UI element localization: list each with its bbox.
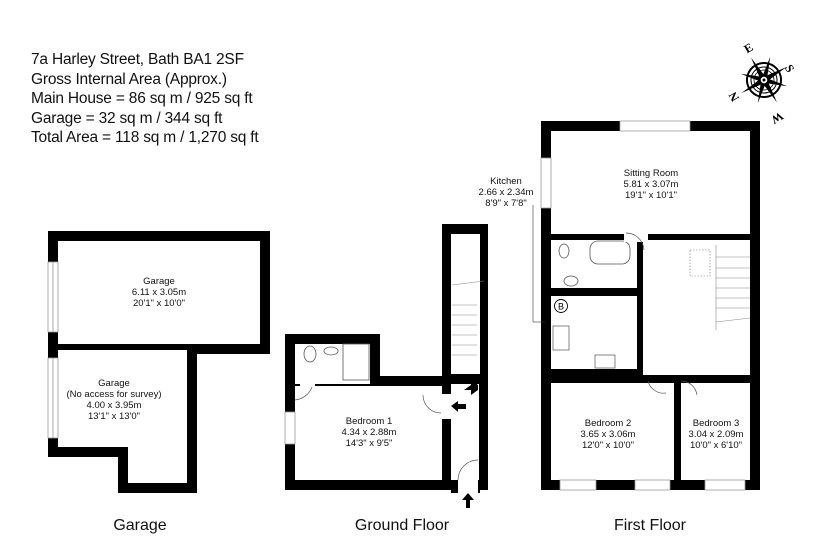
first-floor-plan: B	[532, 120, 760, 491]
room-label-sitting-room: Sitting Room 5.81 x 3.07m 19'1" x 10'1"	[623, 168, 679, 201]
boiler-label: B	[558, 302, 564, 312]
garage-plan	[47, 231, 270, 493]
address: 7a Harley Street, Bath BA1 2SF	[31, 51, 244, 68]
ground-floor-plan	[284, 224, 488, 508]
garage-area: Garage = 32 sq m / 344 sq ft	[31, 109, 223, 127]
room-label-bedroom-1: Bedroom 1 4.34 x 2.88m 14'3" x 9'5"	[341, 416, 397, 449]
floor-title-ground: Ground Floor	[354, 517, 450, 534]
floor-title-garage: Garage	[113, 517, 167, 534]
gia-label: Gross Internal Area (Approx.)	[31, 70, 227, 88]
room-label-bedroom-3: Bedroom 3 3.04 x 2.09m 10'0" x 6'10"	[688, 418, 744, 451]
room-label-kitchen: Kitchen 2.66 x 2.34m 8'9" x 7'8"	[478, 176, 534, 209]
compass-rose-icon: E S W N	[725, 40, 797, 127]
room-label-bedroom-2: Bedroom 2 3.65 x 3.06m 12'0" x 10'0"	[580, 418, 636, 451]
property-summary: 7a Harley Street, Bath BA1 2SF Gross Int…	[31, 50, 259, 148]
floor-title-first: First Floor	[614, 517, 686, 534]
room-label-garage-2: Garage (No access for survey) 4.00 x 3.9…	[66, 378, 162, 422]
main-house-area: Main House = 86 sq m / 925 sq ft	[31, 90, 253, 107]
total-area: Total Area = 118 sq m / 1,270 sq ft	[31, 129, 259, 146]
room-label-garage-1: Garage 6.11 x 3.05m 20'1" x 10'0"	[131, 276, 187, 309]
